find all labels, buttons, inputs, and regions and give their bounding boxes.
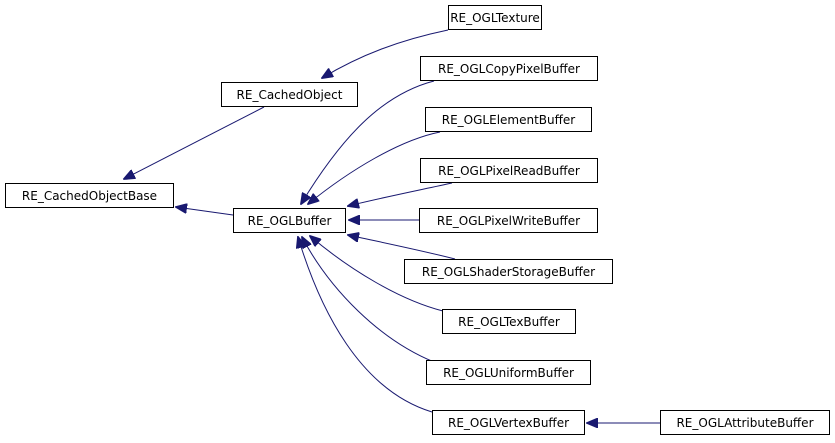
edge-vertexbuffer-to-oglbuffer [298,237,433,413]
node-re-oglelementbuffer[interactable]: RE_OGLElementBuffer [425,107,592,132]
node-re-ogltexture[interactable]: RE_OGLTexture [448,5,542,30]
edge-cachedobject-to-cachedobjectbase [124,106,265,179]
node-label: RE_OGLPixelReadBuffer [438,163,580,178]
edge-shaderstoragebuffer-to-oglbuffer [348,235,456,260]
node-label: RE_OGLShaderStorageBuffer [421,264,596,279]
node-label: RE_OGLBuffer [247,213,332,228]
edge-texbuffer-to-oglbuffer [310,236,444,312]
edge-pixelreadbuffer-to-oglbuffer [348,182,453,206]
edge-ogltexture-to-cachedobject [322,29,449,78]
node-re-oglvertexbuffer[interactable]: RE_OGLVertexBuffer [432,410,585,435]
node-re-oglpixelreadbuffer[interactable]: RE_OGLPixelReadBuffer [420,158,598,183]
edge-uniformbuffer-to-oglbuffer [302,237,435,363]
edge-oglbuffer-to-cachedobjectbase [176,207,234,216]
node-re-oglcopypixelbuffer[interactable]: RE_OGLCopyPixelBuffer [420,56,598,81]
edge-copypixelbuffer-to-oglbuffer [301,80,435,204]
node-label: RE_CachedObject [236,87,343,102]
node-re-oglbuffer[interactable]: RE_OGLBuffer [233,208,346,233]
node-label: RE_OGLTexture [450,10,540,25]
node-label: RE_OGLVertexBuffer [447,415,570,430]
node-re-oglpixelwritebuffer[interactable]: RE_OGLPixelWriteBuffer [419,208,598,233]
node-re-cachedobjectbase[interactable]: RE_CachedObjectBase [5,183,174,208]
node-re-oglshaderstoragebuffer[interactable]: RE_OGLShaderStorageBuffer [404,259,613,284]
node-label: RE_OGLPixelWriteBuffer [436,213,581,228]
node-re-oglattributebuffer[interactable]: RE_OGLAttributeBuffer [660,410,830,435]
node-label: RE_OGLTexBuffer [458,314,560,329]
node-re-ogluniformbuffer[interactable]: RE_OGLUniformBuffer [426,360,591,385]
node-label: RE_OGLAttributeBuffer [676,415,814,430]
edge-elementbuffer-to-oglbuffer [308,131,441,204]
node-label: RE_CachedObjectBase [21,188,158,203]
node-label: RE_OGLUniformBuffer [443,365,574,380]
node-label: RE_OGLCopyPixelBuffer [438,61,580,76]
node-re-ogltexbuffer[interactable]: RE_OGLTexBuffer [442,309,576,334]
node-re-cachedobject[interactable]: RE_CachedObject [221,82,358,107]
node-label: RE_OGLElementBuffer [441,112,576,127]
